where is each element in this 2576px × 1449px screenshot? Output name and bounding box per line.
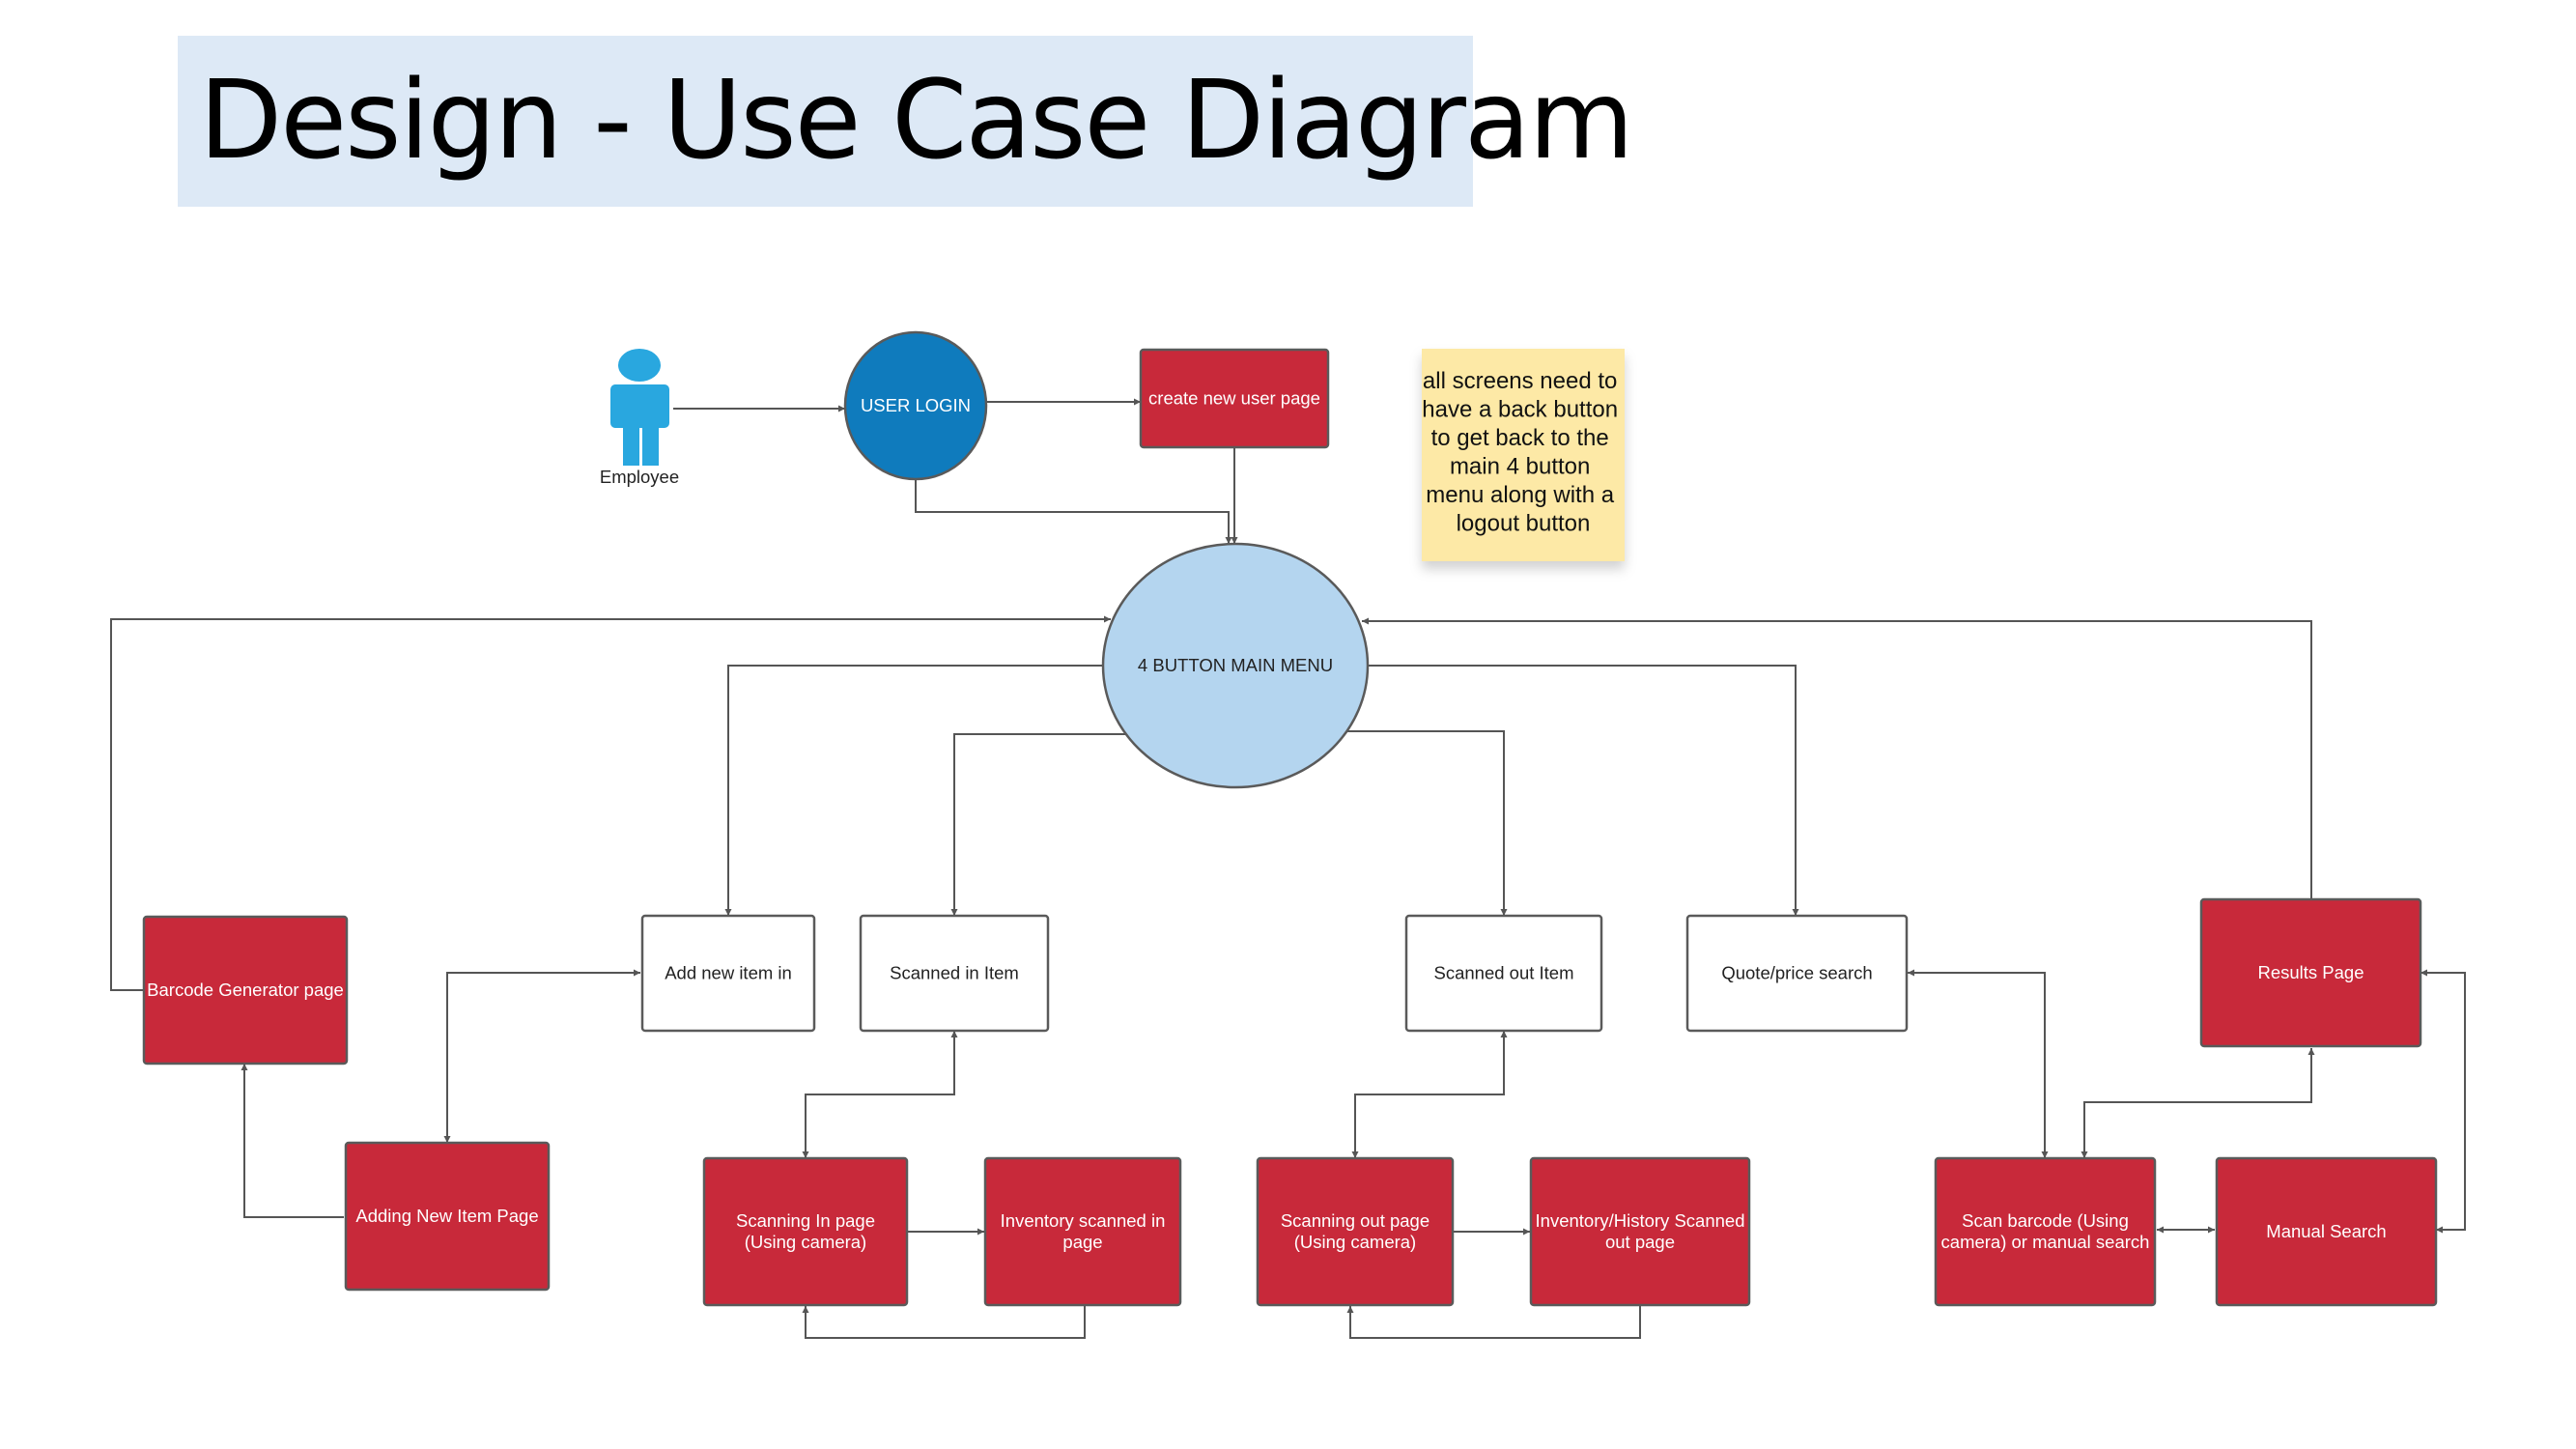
inventory-out-label: Inventory/History Scanned: [1536, 1210, 1745, 1231]
edge-results-menu: [1362, 617, 2312, 899]
note-line: main 4 button: [1450, 454, 1590, 480]
create-user-node: create new user page: [1139, 348, 1330, 449]
main-menu-label: 4 BUTTON MAIN MENU: [1138, 655, 1333, 675]
scanning-in-label: (Using camera): [745, 1232, 866, 1252]
note-line: all screens need to: [1423, 368, 1617, 394]
scanning-out-shape: [1256, 1156, 1455, 1307]
user-login-label: USER LOGIN: [861, 395, 971, 415]
edge-adding-item-add-item: [443, 969, 640, 1143]
edge-scanning-out-scanned-out: [1351, 1031, 1508, 1158]
barcode-generator-node: Barcode Generator page: [142, 915, 349, 1065]
manual-search-label: Manual Search: [2266, 1221, 2386, 1241]
inventory-out-label: out page: [1605, 1232, 1675, 1252]
edge-menu-scanned-out: [1341, 730, 1508, 916]
create-user-shape: [1139, 348, 1330, 449]
note-line: have a back button: [1422, 397, 1618, 423]
sticky-note: all screens need to have a back button t…: [1422, 349, 1625, 561]
scanning-in-label: Scanning In page: [736, 1210, 875, 1231]
create-user-label: create new user page: [1148, 388, 1320, 409]
edge-scanning-in-scanned-in: [802, 1031, 958, 1158]
inventory-in-label: Inventory scanned in: [1001, 1210, 1166, 1231]
user-login-shape: [843, 330, 988, 481]
scan-barcode-label: camera) or manual search: [1941, 1232, 2150, 1252]
scanned-out-shape: [1404, 914, 1603, 1033]
diagram-nodes: USER LOGIN create new user page 4 BUTTON M…: [142, 330, 2438, 1307]
scan-barcode-shape: [1934, 1156, 2157, 1307]
main-menu-shape: [1101, 542, 1370, 789]
scanned-in-label: Scanned in Item: [890, 963, 1019, 983]
results-page-label: Results Page: [2257, 962, 2364, 982]
note-line: to get back to the: [1431, 425, 1609, 451]
employee-label: Employee: [600, 467, 679, 487]
edge-menu-quote-search: [1367, 665, 1799, 916]
manual-search-node: Manual Search: [2215, 1156, 2438, 1307]
inventory-in-shape: [983, 1156, 1182, 1307]
add-new-item-node: Add new item in: [640, 914, 816, 1033]
scanned-out-label: Scanned out Item: [1433, 963, 1573, 983]
title-banner: Design - Use Case Diagram: [178, 36, 1634, 207]
edge-menu-add-item: [724, 665, 1103, 916]
person-icon: [610, 349, 669, 466]
scanned-in-node: Scanned in Item: [859, 914, 1050, 1033]
results-page-shape: [2199, 897, 2422, 1048]
barcode-generator-label: Barcode Generator page: [147, 980, 344, 1000]
barcode-generator-shape: [142, 915, 349, 1065]
edge-scan-barcode-quote: [1908, 969, 2049, 1158]
quote-search-label: Quote/price search: [1721, 963, 1872, 983]
add-new-item-label: Add new item in: [665, 963, 792, 983]
results-page-node: Results Page: [2199, 897, 2422, 1048]
scan-barcode-label: Scan barcode (Using: [1962, 1210, 2129, 1231]
note-line: logout button: [1457, 511, 1591, 537]
adding-new-item-shape: [344, 1141, 551, 1292]
user-login-node: USER LOGIN: [843, 330, 988, 481]
scanned-out-node: Scanned out Item: [1404, 914, 1603, 1033]
scanning-out-label: Scanning out page: [1281, 1210, 1430, 1231]
edge-inventory-in-scanning-in: [802, 1306, 1086, 1339]
note-line: menu along with a: [1426, 482, 1614, 508]
edge-inventory-out-scanning-out: [1346, 1306, 1641, 1339]
edge-login-menu: [915, 479, 1232, 544]
main-menu-node: 4 BUTTON MAIN MENU: [1101, 542, 1370, 789]
page-title: Design - Use Case Diagram: [199, 58, 1634, 184]
scanning-in-shape: [702, 1156, 909, 1307]
add-new-item-shape: [640, 914, 816, 1033]
scanning-out-label: (Using camera): [1294, 1232, 1416, 1252]
manual-search-shape: [2215, 1156, 2438, 1307]
employee-actor: Employee: [600, 349, 679, 487]
adding-new-item-node: Adding New Item Page: [344, 1141, 551, 1292]
adding-new-item-label: Adding New Item Page: [355, 1206, 538, 1226]
connector-lines: [110, 398, 2466, 1339]
scanned-in-shape: [859, 914, 1050, 1033]
edge-adding-item-barcode: [241, 1064, 344, 1218]
quote-search-node: Quote/price search: [1685, 914, 1909, 1033]
quote-search-shape: [1685, 914, 1909, 1033]
scanning-in-node: Scanning In page(Using camera): [702, 1156, 909, 1307]
inventory-in-label: page: [1062, 1232, 1102, 1252]
note-text: all screens need to have a back button t…: [1422, 368, 1625, 537]
edge-manual-results: [2420, 969, 2466, 1234]
scanning-out-node: Scanning out page(Using camera): [1256, 1156, 1455, 1307]
inventory-out-shape: [1529, 1156, 1751, 1307]
edge-scan-barcode-results: [2081, 1048, 2315, 1158]
edge-menu-scanned-in: [950, 733, 1128, 916]
edge-barcode-menu: [110, 615, 1111, 991]
